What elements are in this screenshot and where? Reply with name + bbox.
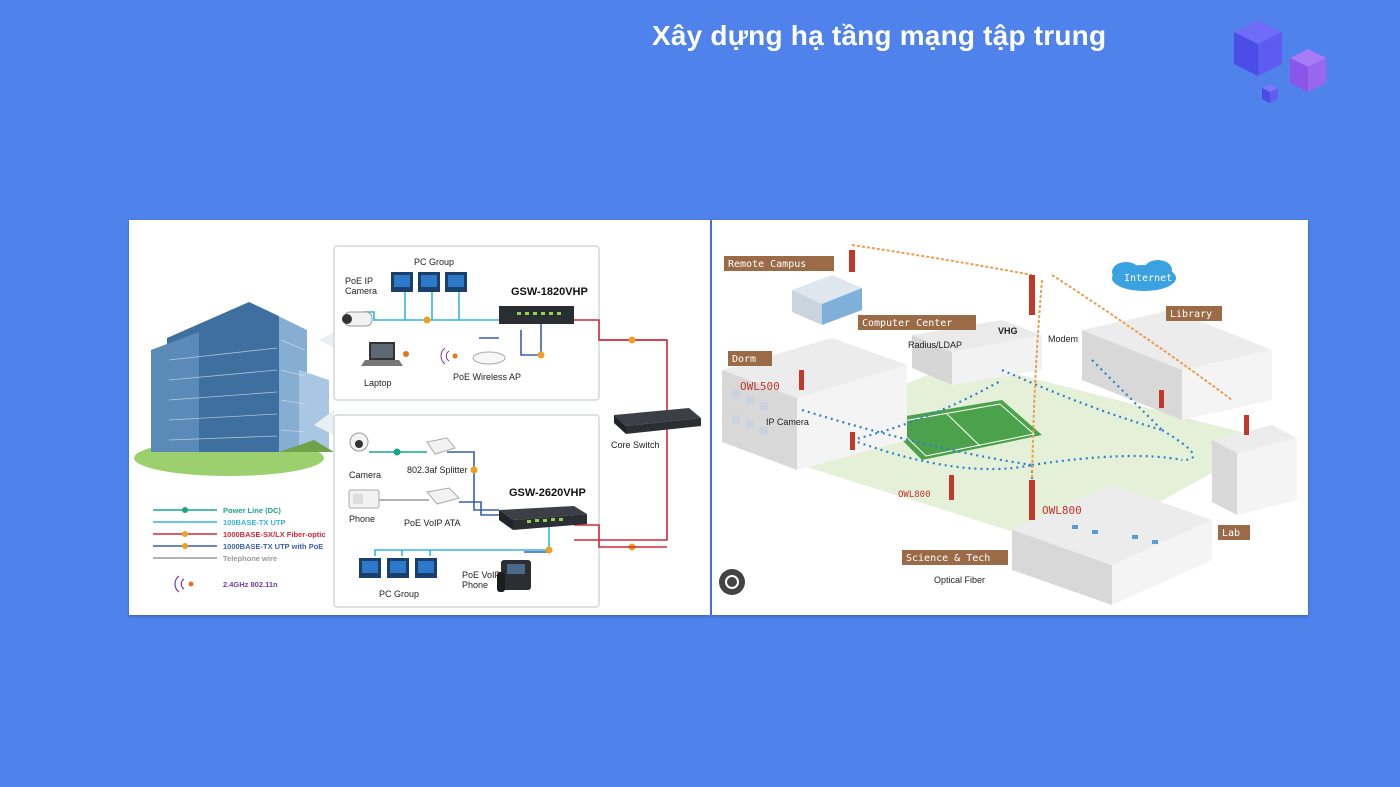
poe-wireless-ap-label: PoE Wireless AP [453, 372, 521, 382]
owl500-label: OWL500 [740, 380, 780, 393]
core-switch-icon [614, 408, 701, 434]
internet-cloud-icon [1112, 260, 1176, 291]
tag-internet: Internet [1124, 273, 1172, 284]
legend-fiber: 1000BASE-SX/LX Fiber-optic [223, 530, 326, 539]
tag-library: Library [1166, 306, 1222, 321]
tower-icons [799, 250, 1249, 520]
core-switch-label: Core Switch [611, 440, 660, 450]
poe-ip-camera-icon [342, 311, 373, 327]
legend-telephone: Telephone wire [223, 554, 277, 563]
legend-poe: 1000BASE-TX UTP with PoE [223, 542, 323, 551]
tag-dorm: Dorm [728, 351, 772, 366]
office-building-image [134, 302, 334, 476]
poe-ip-camera-label-2: Camera [345, 286, 377, 296]
poe-voip-ata-icon [426, 487, 460, 505]
watermark-icon [719, 569, 745, 595]
dorm-building [722, 338, 907, 470]
optical-fiber-label: Optical Fiber [934, 575, 985, 585]
poe-voip-ata-label: PoE VoIP ATA [404, 518, 461, 528]
radius-ldap-label: Radius/LDAP [908, 340, 962, 350]
computer-center-building [912, 320, 1042, 385]
gsw-1820vhp-switch-icon [499, 306, 574, 324]
splitter-icon [426, 437, 456, 455]
cubes-logo-icon [1234, 20, 1326, 103]
poe-network-diagram: PC Group PoE IP Camera GSW-1820VHP Lapto… [129, 220, 710, 615]
svg-text:Lab: Lab [1222, 528, 1240, 539]
science-tech-building [1012, 485, 1212, 605]
remote-campus-building [792, 275, 862, 325]
owl800-b-label: OWL800 [1042, 504, 1082, 517]
tag-remote-campus: Remote Campus [724, 256, 834, 271]
tag-science-tech: Science & Tech [902, 550, 1008, 565]
campus-network-diagram: Remote Campus Computer Center Internet L… [712, 220, 1308, 615]
poe-wireless-ap-icon [440, 347, 506, 365]
gsw-2620vhp-label: GSW-2620VHP [509, 487, 586, 499]
svg-text:Library: Library [1170, 309, 1212, 320]
poe-voip-phone-label-2: Phone [462, 580, 488, 590]
lab-building [1212, 425, 1297, 515]
camera-label: Camera [349, 470, 381, 480]
owl800-a-label: OWL800 [898, 490, 931, 500]
svg-text:Science & Tech: Science & Tech [906, 553, 990, 564]
pc-group-top-icon [391, 272, 467, 292]
laptop-icon [361, 342, 409, 366]
gsw-1820vhp-label: GSW-1820VHP [511, 286, 588, 298]
vhg-label: VHG [998, 326, 1018, 336]
pc-group-bottom-icon [359, 558, 437, 578]
svg-text:Internet: Internet [1124, 273, 1172, 284]
library-building [1082, 310, 1272, 420]
pc-group-bottom-label: PC Group [379, 589, 419, 599]
ip-camera-label: IP Camera [766, 417, 809, 427]
pc-group-top-label: PC Group [414, 257, 454, 267]
phone-label: Phone [349, 514, 375, 524]
legend-power-line: Power Line (DC) [223, 506, 281, 515]
tag-lab: Lab [1218, 525, 1250, 540]
modem-label: Modem [1048, 334, 1078, 344]
gsw-2620vhp-switch-icon [499, 506, 587, 530]
svg-text:Dorm: Dorm [732, 354, 756, 365]
legend-100base: 100BASE-TX UTP [223, 518, 286, 527]
svg-text:Remote Campus: Remote Campus [728, 259, 806, 270]
phone-icon [348, 489, 380, 509]
poe-voip-phone-label: PoE VoIP [462, 570, 501, 580]
splitter-label: 802.3af Splitter [407, 465, 468, 475]
slide-title: Xây dựng hạ tầng mạng tập trung [652, 20, 1107, 51]
camera-icon [349, 432, 369, 452]
laptop-label: Laptop [364, 378, 392, 388]
legend: Power Line (DC) 100BASE-TX UTP 1000BASE-… [153, 506, 326, 593]
poe-ip-camera-label: PoE IP [345, 276, 373, 286]
svg-text:Computer Center: Computer Center [862, 318, 952, 329]
tag-computer-center: Computer Center [858, 315, 976, 330]
legend-wireless: 2.4GHz 802.11n [223, 580, 278, 589]
poe-voip-phone-icon [497, 560, 531, 592]
